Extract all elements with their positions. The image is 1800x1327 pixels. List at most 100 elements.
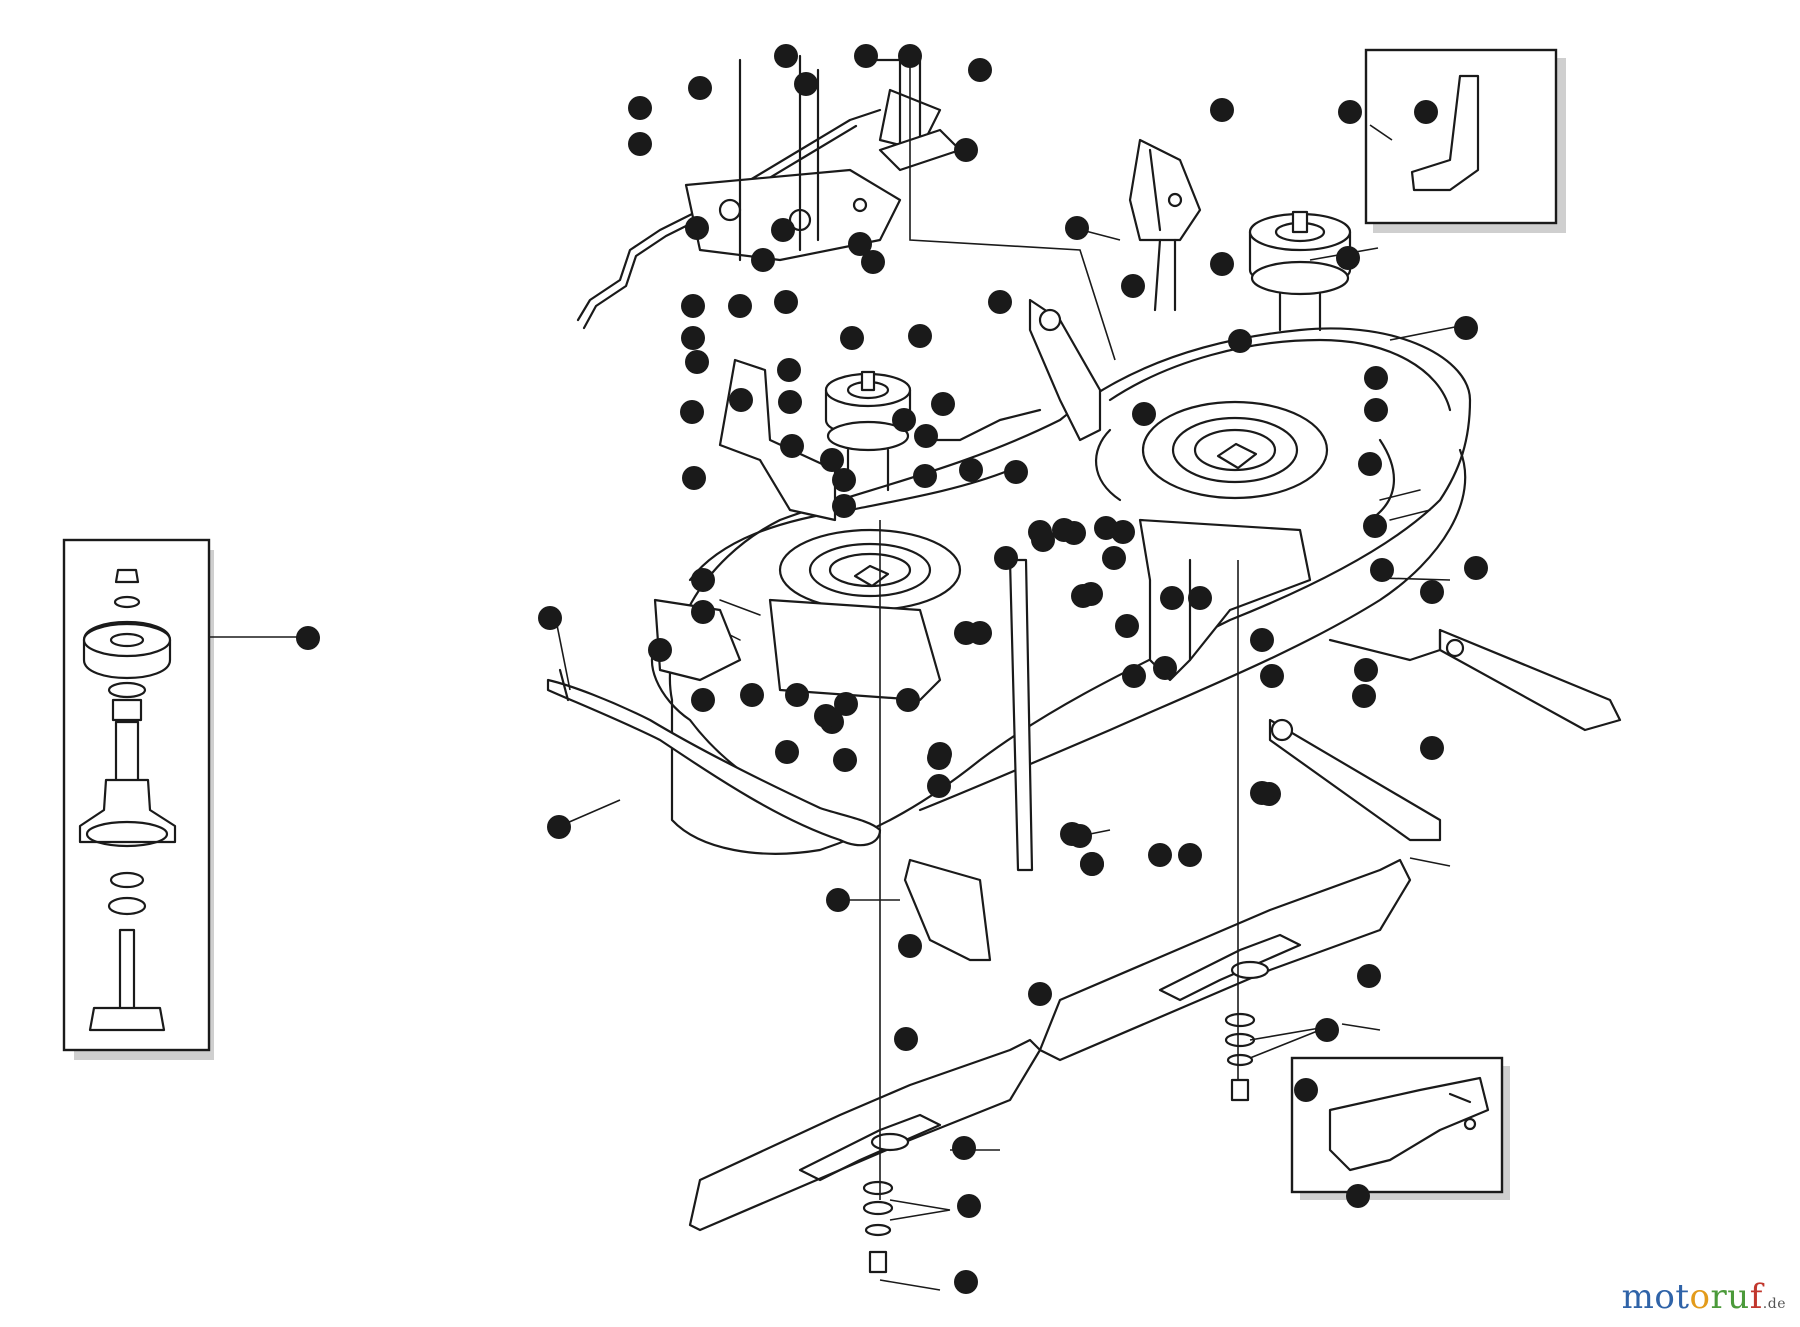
callout-badge — [1354, 658, 1378, 682]
callout-badge — [1132, 402, 1156, 426]
callout-badge — [628, 96, 652, 120]
callout-badge — [1294, 1078, 1318, 1102]
callout-badge — [691, 688, 715, 712]
callout-badge — [954, 621, 978, 645]
callout-badge — [751, 248, 775, 272]
adjust-link-arm — [903, 558, 1034, 962]
blade-left — [688, 1038, 1042, 1232]
lift-linkage-assembly — [576, 54, 962, 330]
callout-badge — [296, 626, 320, 650]
callout-badge — [1370, 558, 1394, 582]
deck-hanger-arm — [928, 298, 1102, 442]
callout-badge — [927, 746, 951, 770]
callout-badge — [898, 934, 922, 958]
callout-badge — [1250, 628, 1274, 652]
callout-badge — [728, 294, 752, 318]
callout-badge — [1153, 656, 1177, 680]
watermark-letter: t — [1675, 1277, 1690, 1317]
callout-badge — [1364, 366, 1388, 390]
callout-badge — [648, 638, 672, 662]
watermark-letter: u — [1727, 1277, 1750, 1317]
callout-badge — [691, 568, 715, 592]
callout-badge — [775, 740, 799, 764]
callout-badge — [898, 44, 922, 68]
blade-right — [1038, 858, 1412, 1062]
watermark-letters: motoruf — [1622, 1277, 1763, 1317]
callout-badge — [927, 774, 951, 798]
callout-badge — [1210, 98, 1234, 122]
callout-badge — [957, 1194, 981, 1218]
callout-badge — [914, 424, 938, 448]
callout-badges — [296, 44, 1488, 1294]
callout-badge — [794, 72, 818, 96]
callout-badge — [774, 290, 798, 314]
callout-badge — [771, 218, 795, 242]
callout-badge — [952, 1136, 976, 1160]
watermark-letter: r — [1710, 1277, 1728, 1317]
callout-badge — [931, 392, 955, 416]
callout-badge — [1338, 100, 1362, 124]
right-trailing-links — [1268, 628, 1622, 842]
callout-badge — [1178, 843, 1202, 867]
callout-badge — [954, 138, 978, 162]
callout-badge — [959, 458, 983, 482]
callout-badge — [1031, 528, 1055, 552]
callout-badge — [1062, 521, 1086, 545]
callout-badge — [538, 606, 562, 630]
callout-badge — [1068, 824, 1092, 848]
callout-badge — [892, 408, 916, 432]
callout-badge — [1065, 216, 1089, 240]
watermark-brand: motoruf.de — [1622, 1277, 1786, 1317]
bracket-inset-bottom-right — [1290, 1056, 1510, 1200]
callout-badge — [1028, 982, 1052, 1006]
callout-badge — [685, 350, 709, 374]
watermark-letter: o — [1654, 1277, 1676, 1317]
callout-badge — [1346, 1184, 1370, 1208]
callout-badge — [1160, 586, 1184, 610]
watermark-letter: o — [1689, 1277, 1711, 1317]
callout-badge — [1210, 252, 1234, 276]
watermark-letter: f — [1749, 1277, 1763, 1317]
callout-badge — [628, 132, 652, 156]
callout-badge — [861, 250, 885, 274]
callout-badge — [780, 434, 804, 458]
callout-badge — [1420, 580, 1444, 604]
callout-badge — [832, 468, 856, 492]
callout-badge — [691, 600, 715, 624]
callout-badge — [1071, 584, 1095, 608]
callout-badge — [1004, 460, 1028, 484]
callout-badge — [1121, 274, 1145, 298]
callout-badge — [729, 388, 753, 412]
callout-badge — [994, 546, 1018, 570]
callout-badge — [913, 464, 937, 488]
callout-badge — [1336, 246, 1360, 270]
callout-badge — [680, 400, 704, 424]
callout-badge — [1122, 664, 1146, 688]
callout-badge — [826, 888, 850, 912]
callout-badge — [832, 494, 856, 518]
callout-badge — [840, 326, 864, 350]
callout-badge — [777, 358, 801, 382]
callout-badge — [681, 326, 705, 350]
callout-badge — [834, 692, 858, 716]
rear-brackets — [1138, 518, 1312, 682]
callout-badge — [833, 748, 857, 772]
callout-badge — [968, 58, 992, 82]
callout-badge — [688, 76, 712, 100]
callout-badge — [774, 44, 798, 68]
callout-badge — [547, 815, 571, 839]
callout-badge — [848, 232, 872, 256]
callout-badge — [954, 1270, 978, 1294]
callout-badge — [682, 466, 706, 490]
callout-badge — [1464, 556, 1488, 580]
callout-badge — [1148, 843, 1172, 867]
callout-badge — [1228, 329, 1252, 353]
callout-badge — [814, 704, 838, 728]
callout-badge — [1357, 964, 1381, 988]
spindle-assembly-inset — [62, 538, 298, 1060]
callout-badge — [1454, 316, 1478, 340]
callout-badge — [1260, 664, 1284, 688]
callout-badge — [1080, 852, 1104, 876]
callout-badge — [1250, 781, 1274, 805]
